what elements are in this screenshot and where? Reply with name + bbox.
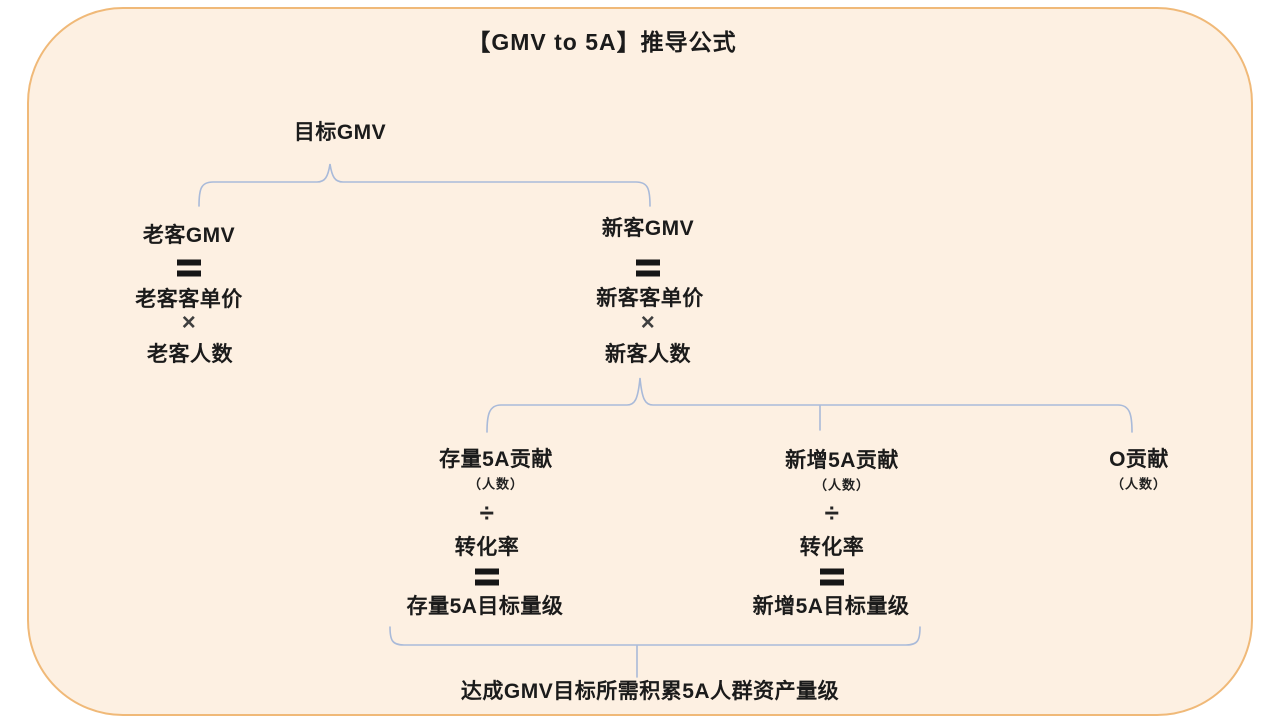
node-conversion-rate: 转化率: [454, 536, 520, 559]
node-existing-5a-contribution: 存量5A贡献: [439, 448, 553, 471]
page-title: 【GMV to 5A】推导公式: [467, 29, 737, 55]
unit-label: （人数）: [1110, 476, 1168, 492]
node-existing-5a-target: 存量5A目标量级: [406, 595, 564, 618]
node-old-customer-count: 老客人数: [147, 343, 233, 366]
multiply-operator: ×: [181, 309, 197, 336]
node-new-5a-contribution: 新增5A贡献: [785, 449, 899, 472]
equals-operator: =: [475, 568, 499, 586]
divide-operator: ÷: [824, 497, 840, 528]
equals-operator: =: [820, 568, 844, 586]
unit-label: （人数）: [467, 476, 525, 492]
node-old-customer-avg-price: 老客客单价: [135, 288, 243, 311]
node-target-gmv: 目标GMV: [293, 121, 387, 144]
equals-operator: =: [636, 259, 660, 277]
equals-operator: =: [177, 259, 201, 277]
node-new-5a-target: 新增5A目标量级: [752, 595, 910, 618]
node-new-customer-gmv: 新客GMV: [601, 217, 695, 240]
node-o-contribution: O贡献: [1109, 448, 1169, 471]
node-new-customer-count: 新客人数: [605, 343, 691, 366]
node-old-customer-gmv: 老客GMV: [142, 224, 236, 247]
node-new-customer-avg-price: 新客客单价: [596, 287, 704, 310]
unit-label: （人数）: [813, 477, 871, 493]
divide-operator: ÷: [479, 497, 495, 528]
summary-text: 达成GMV目标所需积累5A人群资产量级: [460, 680, 840, 703]
node-conversion-rate: 转化率: [799, 536, 865, 559]
multiply-operator: ×: [640, 309, 656, 336]
rounded-panel: [27, 7, 1253, 716]
